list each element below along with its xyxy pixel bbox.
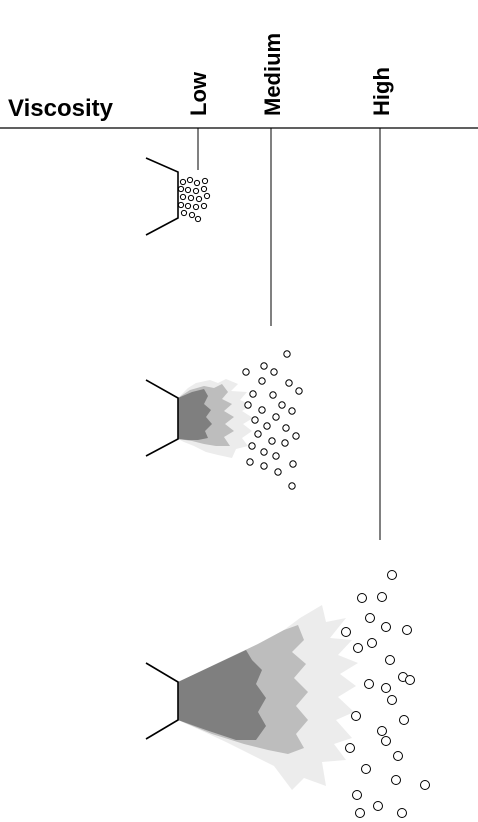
droplet bbox=[405, 675, 415, 685]
droplet bbox=[268, 437, 276, 445]
droplet bbox=[249, 390, 257, 398]
level-label-low: Low bbox=[186, 71, 211, 116]
droplet bbox=[373, 801, 383, 811]
droplet bbox=[357, 593, 367, 603]
droplet bbox=[201, 177, 209, 185]
fan-dark-high bbox=[178, 650, 266, 740]
droplet bbox=[274, 468, 282, 476]
droplet bbox=[288, 482, 296, 490]
droplet bbox=[195, 195, 203, 203]
droplet bbox=[242, 368, 250, 376]
level-label-medium: Medium bbox=[260, 33, 285, 116]
droplet bbox=[393, 751, 403, 761]
droplet bbox=[292, 432, 300, 440]
droplets-high bbox=[341, 570, 430, 818]
droplet bbox=[377, 726, 387, 736]
droplet bbox=[200, 202, 208, 210]
droplet bbox=[361, 764, 371, 774]
droplet bbox=[248, 442, 256, 450]
droplet bbox=[351, 711, 361, 721]
droplet bbox=[272, 413, 280, 421]
spray-high bbox=[145, 570, 430, 818]
droplet bbox=[260, 448, 268, 456]
droplet bbox=[289, 460, 297, 468]
droplet bbox=[353, 643, 363, 653]
droplet bbox=[387, 570, 397, 580]
droplet bbox=[282, 424, 290, 432]
droplet bbox=[200, 185, 208, 193]
droplets-medium bbox=[242, 350, 303, 490]
droplet bbox=[187, 194, 195, 202]
droplet bbox=[278, 401, 286, 409]
droplet bbox=[180, 209, 188, 217]
droplet bbox=[270, 368, 278, 376]
droplet bbox=[285, 379, 293, 387]
droplet bbox=[381, 622, 391, 632]
droplet bbox=[188, 211, 196, 219]
spray-medium bbox=[145, 350, 303, 490]
droplet bbox=[177, 201, 185, 209]
droplet bbox=[260, 362, 268, 370]
droplet bbox=[420, 780, 430, 790]
droplet bbox=[381, 683, 391, 693]
droplet bbox=[192, 187, 200, 195]
droplet bbox=[184, 202, 192, 210]
droplet bbox=[193, 179, 201, 187]
spray-low bbox=[145, 157, 211, 236]
droplet bbox=[254, 430, 262, 438]
fan-dark-medium bbox=[178, 389, 212, 440]
droplet bbox=[397, 808, 407, 818]
droplet bbox=[364, 679, 374, 689]
droplet bbox=[281, 439, 289, 447]
droplet bbox=[381, 736, 391, 746]
droplets-low bbox=[177, 176, 211, 223]
droplet bbox=[355, 808, 365, 818]
droplet bbox=[263, 422, 271, 430]
nozzle-high bbox=[145, 662, 179, 740]
droplet bbox=[352, 790, 362, 800]
droplet bbox=[186, 176, 194, 184]
droplet bbox=[402, 625, 412, 635]
droplet bbox=[184, 186, 192, 194]
diagram-title: Viscosity bbox=[8, 95, 114, 122]
droplet bbox=[377, 592, 387, 602]
droplet bbox=[272, 452, 280, 460]
droplet bbox=[177, 185, 185, 193]
droplet bbox=[341, 627, 351, 637]
droplet bbox=[385, 655, 395, 665]
droplet bbox=[203, 192, 211, 200]
droplet bbox=[367, 638, 377, 648]
droplet bbox=[258, 377, 266, 385]
droplet bbox=[288, 407, 296, 415]
droplet bbox=[399, 715, 409, 725]
droplet bbox=[283, 350, 291, 358]
droplet bbox=[246, 458, 254, 466]
droplet bbox=[295, 387, 303, 395]
droplet bbox=[260, 462, 268, 470]
nozzle-low bbox=[145, 157, 179, 236]
droplet bbox=[269, 391, 277, 399]
droplet bbox=[179, 178, 187, 186]
nozzle-medium bbox=[145, 379, 179, 457]
droplet bbox=[192, 203, 200, 211]
droplet bbox=[365, 613, 375, 623]
droplet bbox=[387, 695, 397, 705]
droplet bbox=[345, 743, 355, 753]
droplet bbox=[244, 401, 252, 409]
level-label-high: High bbox=[369, 67, 394, 116]
droplet bbox=[251, 416, 259, 424]
droplet bbox=[391, 775, 401, 785]
droplet bbox=[258, 406, 266, 414]
droplet bbox=[179, 193, 187, 201]
droplet bbox=[194, 215, 202, 223]
